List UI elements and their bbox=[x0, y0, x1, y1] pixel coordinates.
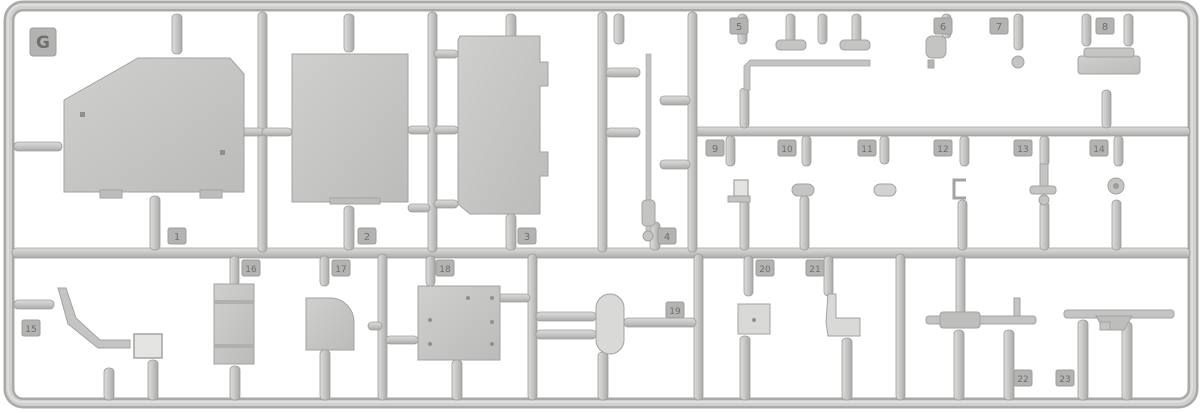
part-number-13: 13 bbox=[1017, 145, 1028, 155]
part-tag-20: 20 bbox=[755, 259, 775, 277]
part-tag-1: 1 bbox=[167, 227, 187, 245]
part-number-16: 16 bbox=[245, 265, 257, 275]
part-tag-8: 8 bbox=[1095, 17, 1115, 35]
part-tag-16: 16 bbox=[241, 259, 261, 277]
part-tag-9: 9 bbox=[705, 139, 725, 157]
part-number-3: 3 bbox=[524, 232, 530, 243]
part-tag-17: 17 bbox=[331, 259, 351, 277]
part-1-plate bbox=[63, 57, 245, 199]
part-number-12: 12 bbox=[937, 145, 948, 155]
part-19-capsule bbox=[595, 293, 625, 355]
sprue-letter: G bbox=[36, 33, 50, 53]
part-number-11: 11 bbox=[861, 145, 872, 155]
part-20-plate bbox=[737, 303, 771, 335]
part-17-flap bbox=[305, 297, 355, 351]
part-number-23: 23 bbox=[1059, 375, 1070, 385]
part-number-7: 7 bbox=[996, 22, 1002, 33]
sprue-letter-tag: G bbox=[29, 27, 57, 57]
part-number-5: 5 bbox=[736, 22, 742, 33]
part-9-bracket bbox=[727, 179, 751, 203]
part-23-rifle bbox=[1063, 309, 1175, 331]
part-tag-4: 4 bbox=[657, 227, 677, 245]
part-tag-11: 11 bbox=[857, 139, 877, 157]
part-tag-21: 21 bbox=[805, 259, 825, 277]
part-number-1: 1 bbox=[174, 232, 180, 243]
part-2-plate bbox=[291, 53, 409, 205]
part-tag-5: 5 bbox=[729, 17, 749, 35]
part-number-19: 19 bbox=[669, 307, 681, 317]
part-7-knob bbox=[1011, 55, 1025, 69]
part-tag-2: 2 bbox=[357, 227, 377, 245]
part-tag-15: 15 bbox=[21, 319, 41, 337]
part-number-tags: 1 2 3 4 5 6 7 8 bbox=[21, 17, 1115, 387]
part-22-gun bbox=[925, 297, 1037, 329]
part-number-17: 17 bbox=[335, 265, 346, 275]
part-number-21: 21 bbox=[809, 265, 820, 275]
part-4-rod bbox=[641, 53, 656, 242]
part-15-handle bbox=[57, 287, 163, 359]
part-tag-14: 14 bbox=[1089, 139, 1109, 157]
part-number-10: 10 bbox=[781, 145, 793, 155]
sprue-outer-frame bbox=[3, 0, 1199, 409]
part-number-6: 6 bbox=[940, 22, 946, 33]
part-tag-22: 22 bbox=[1013, 369, 1033, 387]
part-8-block bbox=[1077, 47, 1141, 75]
part-10-clip bbox=[791, 183, 815, 197]
part-tag-19: 19 bbox=[665, 301, 685, 319]
part-number-8: 8 bbox=[1102, 22, 1108, 33]
part-tag-18: 18 bbox=[435, 259, 455, 277]
part-tag-7: 7 bbox=[989, 17, 1009, 35]
part-tag-3: 3 bbox=[517, 227, 537, 245]
part-5-link bbox=[743, 39, 871, 91]
part-18-panel bbox=[417, 285, 501, 361]
part-tag-23: 23 bbox=[1055, 369, 1075, 387]
part-number-2: 2 bbox=[364, 232, 370, 243]
part-tag-13: 13 bbox=[1013, 139, 1033, 157]
part-11-pad bbox=[873, 183, 897, 197]
part-number-4: 4 bbox=[664, 232, 670, 243]
part-3-plate bbox=[457, 35, 549, 215]
part-number-14: 14 bbox=[1093, 145, 1105, 155]
part-number-15: 15 bbox=[25, 325, 36, 335]
part-21-bracket bbox=[825, 293, 861, 337]
part-14-wheel bbox=[1107, 177, 1125, 195]
part-13-lever bbox=[1029, 163, 1057, 206]
part-6-bolt bbox=[925, 35, 947, 69]
part-number-20: 20 bbox=[759, 265, 771, 275]
part-tag-6: 6 bbox=[933, 17, 953, 35]
sprue-runners bbox=[11, 126, 1191, 259]
part-number-18: 18 bbox=[439, 265, 451, 275]
part-16-box bbox=[213, 283, 255, 365]
part-tag-10: 10 bbox=[777, 139, 797, 157]
part-number-22: 22 bbox=[1017, 375, 1028, 385]
sprue-gates-horizontal bbox=[13, 49, 697, 345]
part-tag-12: 12 bbox=[933, 139, 953, 157]
part-12-c-clamp bbox=[952, 178, 966, 200]
part-number-9: 9 bbox=[712, 144, 718, 155]
